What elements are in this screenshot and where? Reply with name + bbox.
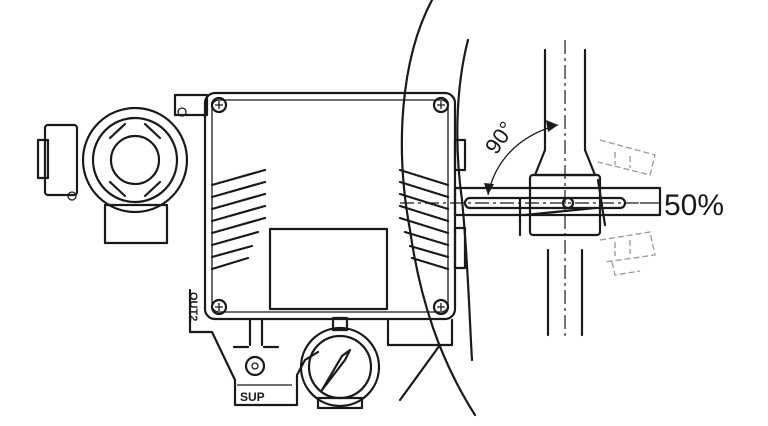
display-window — [268, 227, 389, 311]
terminal-housing — [36, 93, 209, 245]
lever-arm — [400, 178, 662, 237]
main-enclosure — [203, 91, 467, 321]
screws — [210, 96, 450, 316]
cooling-fins-right — [398, 168, 450, 271]
valve-stem — [528, 40, 602, 340]
mounting-bracket — [188, 288, 454, 407]
yoke-arcs — [400, 0, 477, 417]
rotation-arc — [484, 120, 559, 196]
angle-label: 90° — [480, 117, 520, 159]
lever-ghost-positions — [597, 139, 656, 276]
supply-port-label: SUP — [240, 390, 265, 404]
position-label: 50% — [664, 189, 724, 222]
pressure-gauge — [299, 316, 381, 410]
cooling-fins-left — [210, 168, 267, 271]
out2-port-label: OUT2 — [187, 292, 199, 321]
